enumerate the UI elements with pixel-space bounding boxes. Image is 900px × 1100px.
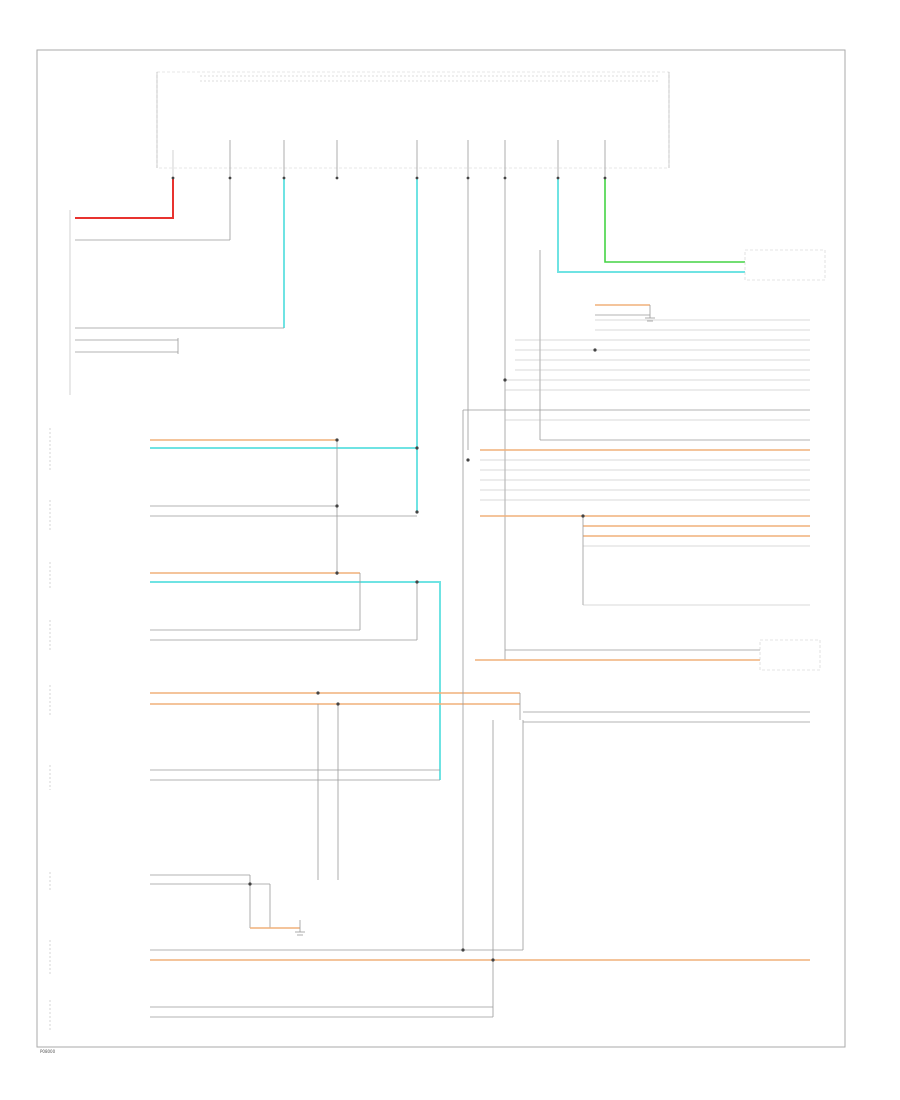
- top-connector: [156, 71, 670, 178]
- right-wire-bundle: [463, 178, 810, 723]
- cyan-can-bus-lower: [150, 581, 441, 780]
- green-can-wire: [604, 178, 745, 263]
- red-power-wire: [75, 178, 174, 219]
- page-frame: [36, 49, 846, 1048]
- cyan-can-wire-right: [557, 178, 745, 273]
- ground-icon: [295, 920, 305, 936]
- module-box-right-top: [744, 249, 826, 281]
- module-box-right-bottom: [759, 639, 821, 671]
- ground-icon: [645, 305, 655, 322]
- module-stack-left: [49, 410, 810, 1030]
- splice-dots: [171, 176, 607, 962]
- diagram-code: P08000: [40, 1049, 56, 1054]
- left-connector-block: [69, 178, 284, 395]
